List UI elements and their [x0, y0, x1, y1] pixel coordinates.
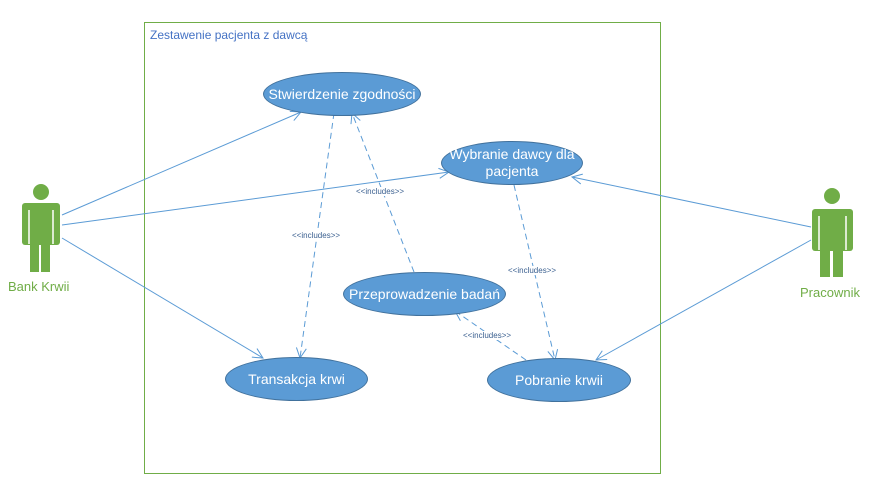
usecase-stwierdzenie-zgodnosci[interactable]: Stwierdzenie zgodności [263, 72, 421, 116]
usecase-stwierdzenie-label: Stwierdzenie zgodności [268, 85, 416, 102]
actor-bank-krwii-figure [22, 184, 60, 272]
include-label-a: <<includes>> [355, 187, 406, 196]
usecase-pobranie-krwii[interactable]: Pobranie krwii [487, 358, 631, 402]
usecase-transakcja-label: Transakcja krwi [248, 370, 345, 387]
usecase-wybranie-line2: pacjenta [485, 163, 539, 179]
usecase-wybranie-dawcy[interactable]: Wybranie dawcy dla pacjenta [441, 141, 583, 185]
usecase-pobranie-label: Pobranie krwii [515, 371, 603, 388]
assoc-pracownik-to-wybranie [572, 177, 812, 228]
usecase-transakcja-krwi[interactable]: Transakcja krwi [225, 357, 368, 401]
assoc-bank-to-stwierdzenie [61, 112, 301, 216]
usecase-wybranie-label: Wybranie dawcy dla pacjenta [449, 146, 574, 180]
include-label-b: <<includes>> [291, 231, 342, 240]
actor-right-body-gaps [818, 216, 847, 250]
assoc-pracownik-to-pobranie [596, 239, 812, 360]
assoc-bank-to-transakcja [61, 237, 263, 358]
assoc-bank-to-wybranie [61, 172, 449, 226]
boundary-title: Zestawenie pacjenta z dawcą [150, 28, 308, 42]
usecase-przeprowadzenie-badan[interactable]: Przeprowadzenie badań [343, 272, 506, 316]
include-label-d: <<includes>> [462, 331, 513, 340]
actor-bank-krwii-name: Bank Krwii [8, 279, 70, 294]
actor-left-body-gaps [28, 210, 54, 244]
include-label-c: <<includes>> [507, 266, 558, 275]
usecase-wybranie-line1: Wybranie dawcy dla [449, 146, 575, 162]
usecase-przeprowadzenie-label: Przeprowadzenie badań [349, 285, 500, 302]
actor-pracownik-name: Pracownik [800, 285, 860, 300]
system-boundary [144, 22, 661, 474]
actor-pracownik-figure [812, 188, 853, 277]
